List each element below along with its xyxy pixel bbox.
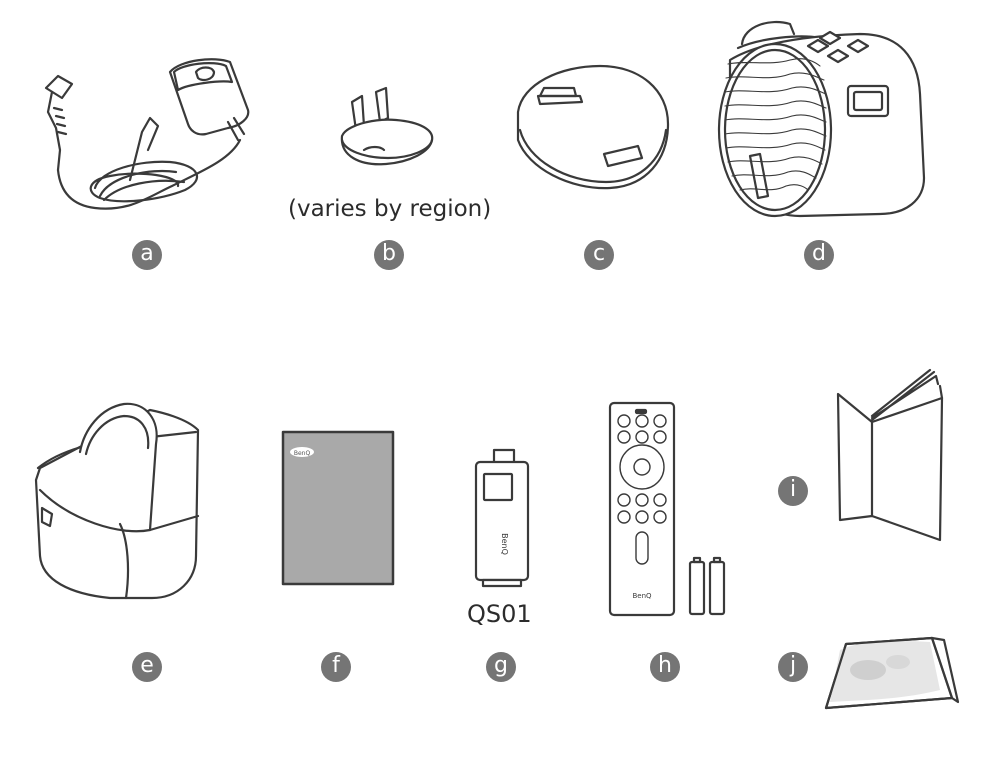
item-badge-j: j xyxy=(778,652,808,682)
booklet-illustration xyxy=(836,368,944,542)
carry-case-illustration xyxy=(34,402,200,600)
item-badge-c: c xyxy=(584,240,614,270)
dongle-model-label: QS01 xyxy=(467,600,532,628)
remote-control-illustration xyxy=(608,401,726,617)
item-badge-f: f xyxy=(321,652,351,682)
remote-brand-mark: BenQ xyxy=(632,592,652,600)
item-badge-a: a xyxy=(132,240,162,270)
item-badge-i: i xyxy=(778,476,808,506)
item-badge-g: g xyxy=(486,652,516,682)
projector-illustration xyxy=(717,20,926,218)
dongle-illustration xyxy=(474,448,530,588)
item-badge-d: d xyxy=(804,240,834,270)
card-illustration xyxy=(824,636,960,710)
plug-head-illustration xyxy=(340,86,434,166)
base-illustration xyxy=(516,64,670,190)
document-brand-mark: BenQ xyxy=(294,450,311,457)
document-illustration xyxy=(281,430,395,586)
dongle-brand-mark: BenQ xyxy=(500,533,509,555)
item-badge-b: b xyxy=(374,240,404,270)
item-badge-e: e xyxy=(132,652,162,682)
item-badge-h: h xyxy=(650,652,680,682)
plug-region-note: (varies by region) xyxy=(288,196,492,222)
power-adapter-illustration xyxy=(44,58,250,210)
